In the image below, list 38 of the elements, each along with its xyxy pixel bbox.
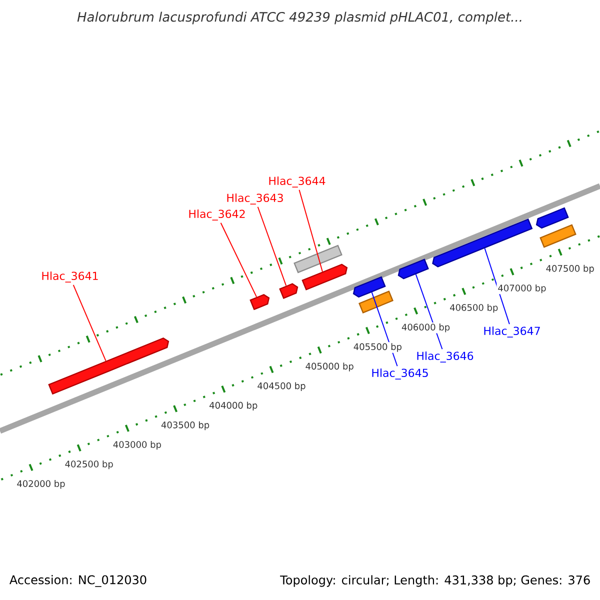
gene-feature	[536, 207, 569, 229]
gene-feature	[279, 283, 298, 299]
gene-feature	[48, 337, 170, 395]
gene-bar	[358, 290, 394, 314]
position-label: 405000 bp	[304, 362, 355, 372]
gene-label: Hlac_3641	[42, 272, 98, 282]
position-label: 407000 bp	[496, 283, 548, 294]
position-label: 404000 bp	[208, 400, 259, 412]
leader-line	[220, 222, 258, 298]
footer-text: Topology: circular; Length: 431,338 bp; Genes: 376	[280, 575, 590, 587]
position-label: 406500 bp	[448, 302, 500, 314]
gene-feature	[352, 276, 386, 298]
gene-label: Hlac_3644	[269, 176, 326, 188]
gene-label: Hlac_3645	[372, 368, 428, 380]
position-label: 404500 bp	[256, 381, 307, 392]
gene-label: Hlac_3642	[189, 210, 245, 220]
position-label: 402000 bp	[16, 479, 66, 490]
leader-line	[257, 206, 287, 286]
position-label: 405500 bp	[352, 342, 404, 353]
gene-label: Hlac_3646	[417, 352, 474, 362]
gene-feature	[398, 258, 429, 280]
gene-feature	[432, 218, 533, 268]
leader-line	[72, 284, 106, 362]
gene-feature	[250, 294, 270, 310]
gene-bar	[540, 224, 576, 248]
position-label: 403000 bp	[112, 440, 163, 451]
footer-text: Accession: NC_012030	[10, 575, 146, 587]
gene-bar	[294, 244, 342, 274]
gene-label: Hlac_3643	[227, 194, 283, 204]
position-label: 407500 bp	[544, 264, 596, 275]
position-label: 402500 bp	[64, 459, 114, 470]
leader-line	[415, 274, 443, 350]
title: Halorubrum lacusprofundi ATCC 49239 plasmid pHLAC01, complet...	[77, 12, 522, 24]
position-label: 406000 bp	[400, 322, 452, 334]
gene-label: Hlac_3647	[484, 326, 540, 338]
position-label: 403500 bp	[160, 420, 211, 432]
gene-feature	[302, 264, 348, 290]
leader-line	[484, 248, 510, 325]
